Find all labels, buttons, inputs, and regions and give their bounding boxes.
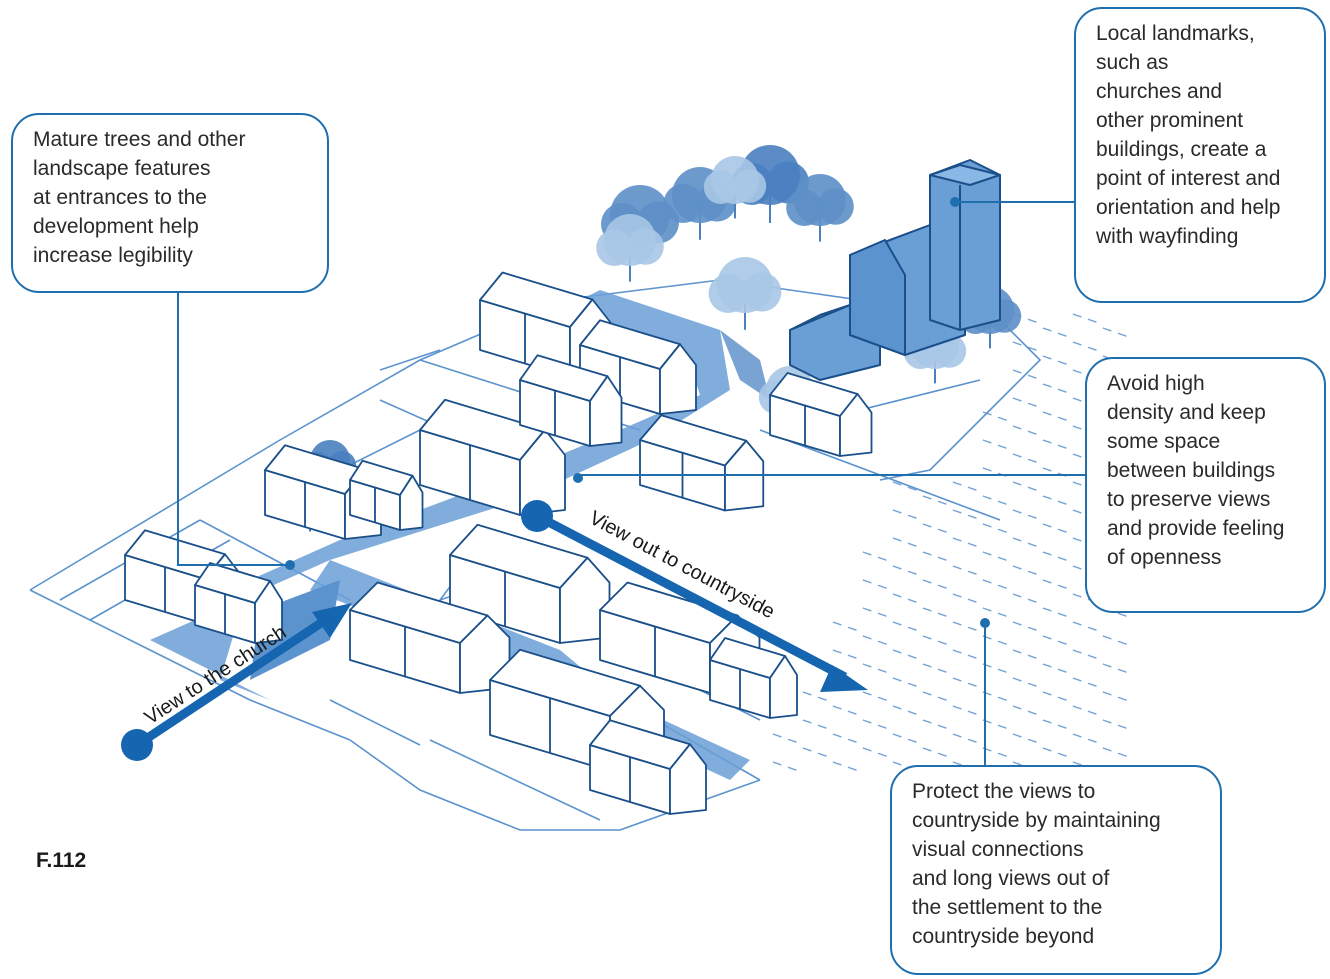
- callout-density-line: to preserve views: [1107, 488, 1271, 511]
- callout-trees-line: at entrances to the: [33, 186, 207, 209]
- callout-trees-line: Mature trees and other: [33, 128, 246, 151]
- house-icon: [709, 637, 798, 719]
- callout-landmarks-line: Local landmarks,: [1096, 22, 1255, 45]
- callout-landmarks-line: such as: [1096, 51, 1169, 74]
- callout-views-line: countryside by maintaining: [912, 809, 1161, 832]
- callout-landmarks-line: orientation and help: [1096, 196, 1281, 219]
- leader-dot-icon: [950, 197, 960, 207]
- tree-icon: [596, 214, 664, 282]
- figure-label: F.112: [36, 849, 87, 872]
- tree-icon: [703, 156, 767, 219]
- leader-dot-icon: [980, 618, 990, 628]
- callout-views-line: countryside beyond: [912, 925, 1095, 948]
- callout-trees: Mature trees and other landscape feature…: [11, 113, 329, 293]
- callout-density: Avoid high density and keep some space b…: [1085, 357, 1326, 613]
- callout-density-line: density and keep: [1107, 401, 1266, 424]
- callout-views-line: and long views out of: [912, 867, 1110, 890]
- house-icon: [349, 459, 424, 531]
- callout-views-line: Protect the views to: [912, 780, 1096, 803]
- callout-trees-line: development help: [33, 215, 199, 238]
- callout-trees-line: increase legibility: [33, 244, 193, 267]
- viewpoint-dot-icon: [521, 500, 553, 532]
- house-icon: [519, 354, 623, 447]
- callout-landmarks-line: with wayfinding: [1096, 225, 1239, 248]
- arrow-head-icon: [820, 665, 868, 692]
- callout-landmarks: Local landmarks, such as churches and ot…: [1074, 7, 1326, 303]
- callout-landmarks-line: point of interest and: [1096, 167, 1281, 190]
- callout-density-line: between buildings: [1107, 459, 1276, 482]
- church-icon: [789, 159, 1001, 381]
- house-icon: [419, 398, 566, 516]
- leader-dot-icon: [285, 560, 295, 570]
- callout-views-line: the settlement to the: [912, 896, 1103, 919]
- house-icon: [769, 372, 873, 457]
- tree-icon: [786, 174, 854, 242]
- house-icon: [349, 581, 511, 694]
- viewpoint-dot-icon: [121, 729, 153, 761]
- house-group: [124, 271, 873, 815]
- house-icon: [639, 414, 765, 512]
- callout-landmarks-line: buildings, create a: [1096, 138, 1267, 161]
- arrow-head-icon: [312, 603, 352, 638]
- callout-views: Protect the views to countryside by main…: [890, 765, 1222, 975]
- callout-views-line: visual connections: [912, 838, 1084, 861]
- callout-density-line: of openness: [1107, 546, 1222, 569]
- house-icon: [194, 562, 283, 644]
- leader-trees: [177, 292, 290, 566]
- leader-dot-icon: [573, 473, 583, 483]
- house-icon: [579, 319, 697, 415]
- callout-density-line: some space: [1107, 430, 1221, 453]
- callout-density-line: and provide feeling: [1107, 517, 1285, 540]
- callout-landmarks-line: other prominent: [1096, 109, 1244, 132]
- house-icon: [589, 719, 707, 815]
- callout-landmarks-line: churches and: [1096, 80, 1223, 103]
- tree-icon: [708, 257, 782, 330]
- callout-density-line: Avoid high: [1107, 372, 1205, 395]
- callout-trees-line: landscape features: [33, 157, 211, 180]
